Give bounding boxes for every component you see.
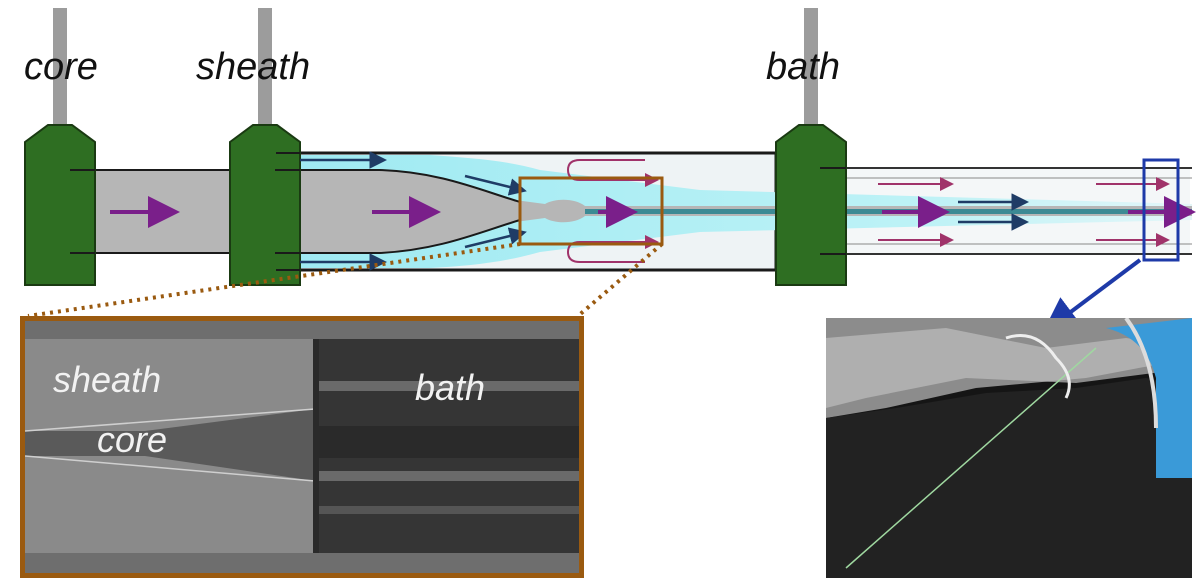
micrograph-photo: sheath core bath [20,316,584,578]
fiber-photo [826,318,1192,578]
zoom-region-box [518,176,664,246]
sheath-inlet-tube [258,8,272,128]
micrograph-bath-label: bath [415,367,486,408]
micrograph-sheath-label: sheath [53,359,162,400]
sheath-flow-arrows [300,151,1029,271]
core-inlet-tube [53,8,67,128]
bath-flow-arrows [566,159,1170,263]
micrograph-core-label: core [97,419,168,460]
core-nozzle [24,124,96,286]
bath-inlet-label: bath [766,46,840,88]
fiber-region-box [1142,158,1180,262]
fiber-pointer-arrow [1042,258,1142,334]
sheath-nozzle [229,124,301,286]
core-inlet-label: core [24,46,98,88]
zoom-leader-left [27,242,521,318]
sheath-inlet-label: sheath [196,46,311,88]
bath-nozzle [775,124,847,286]
bath-inlet-tube [804,8,818,128]
zoom-leader-right [576,242,664,318]
